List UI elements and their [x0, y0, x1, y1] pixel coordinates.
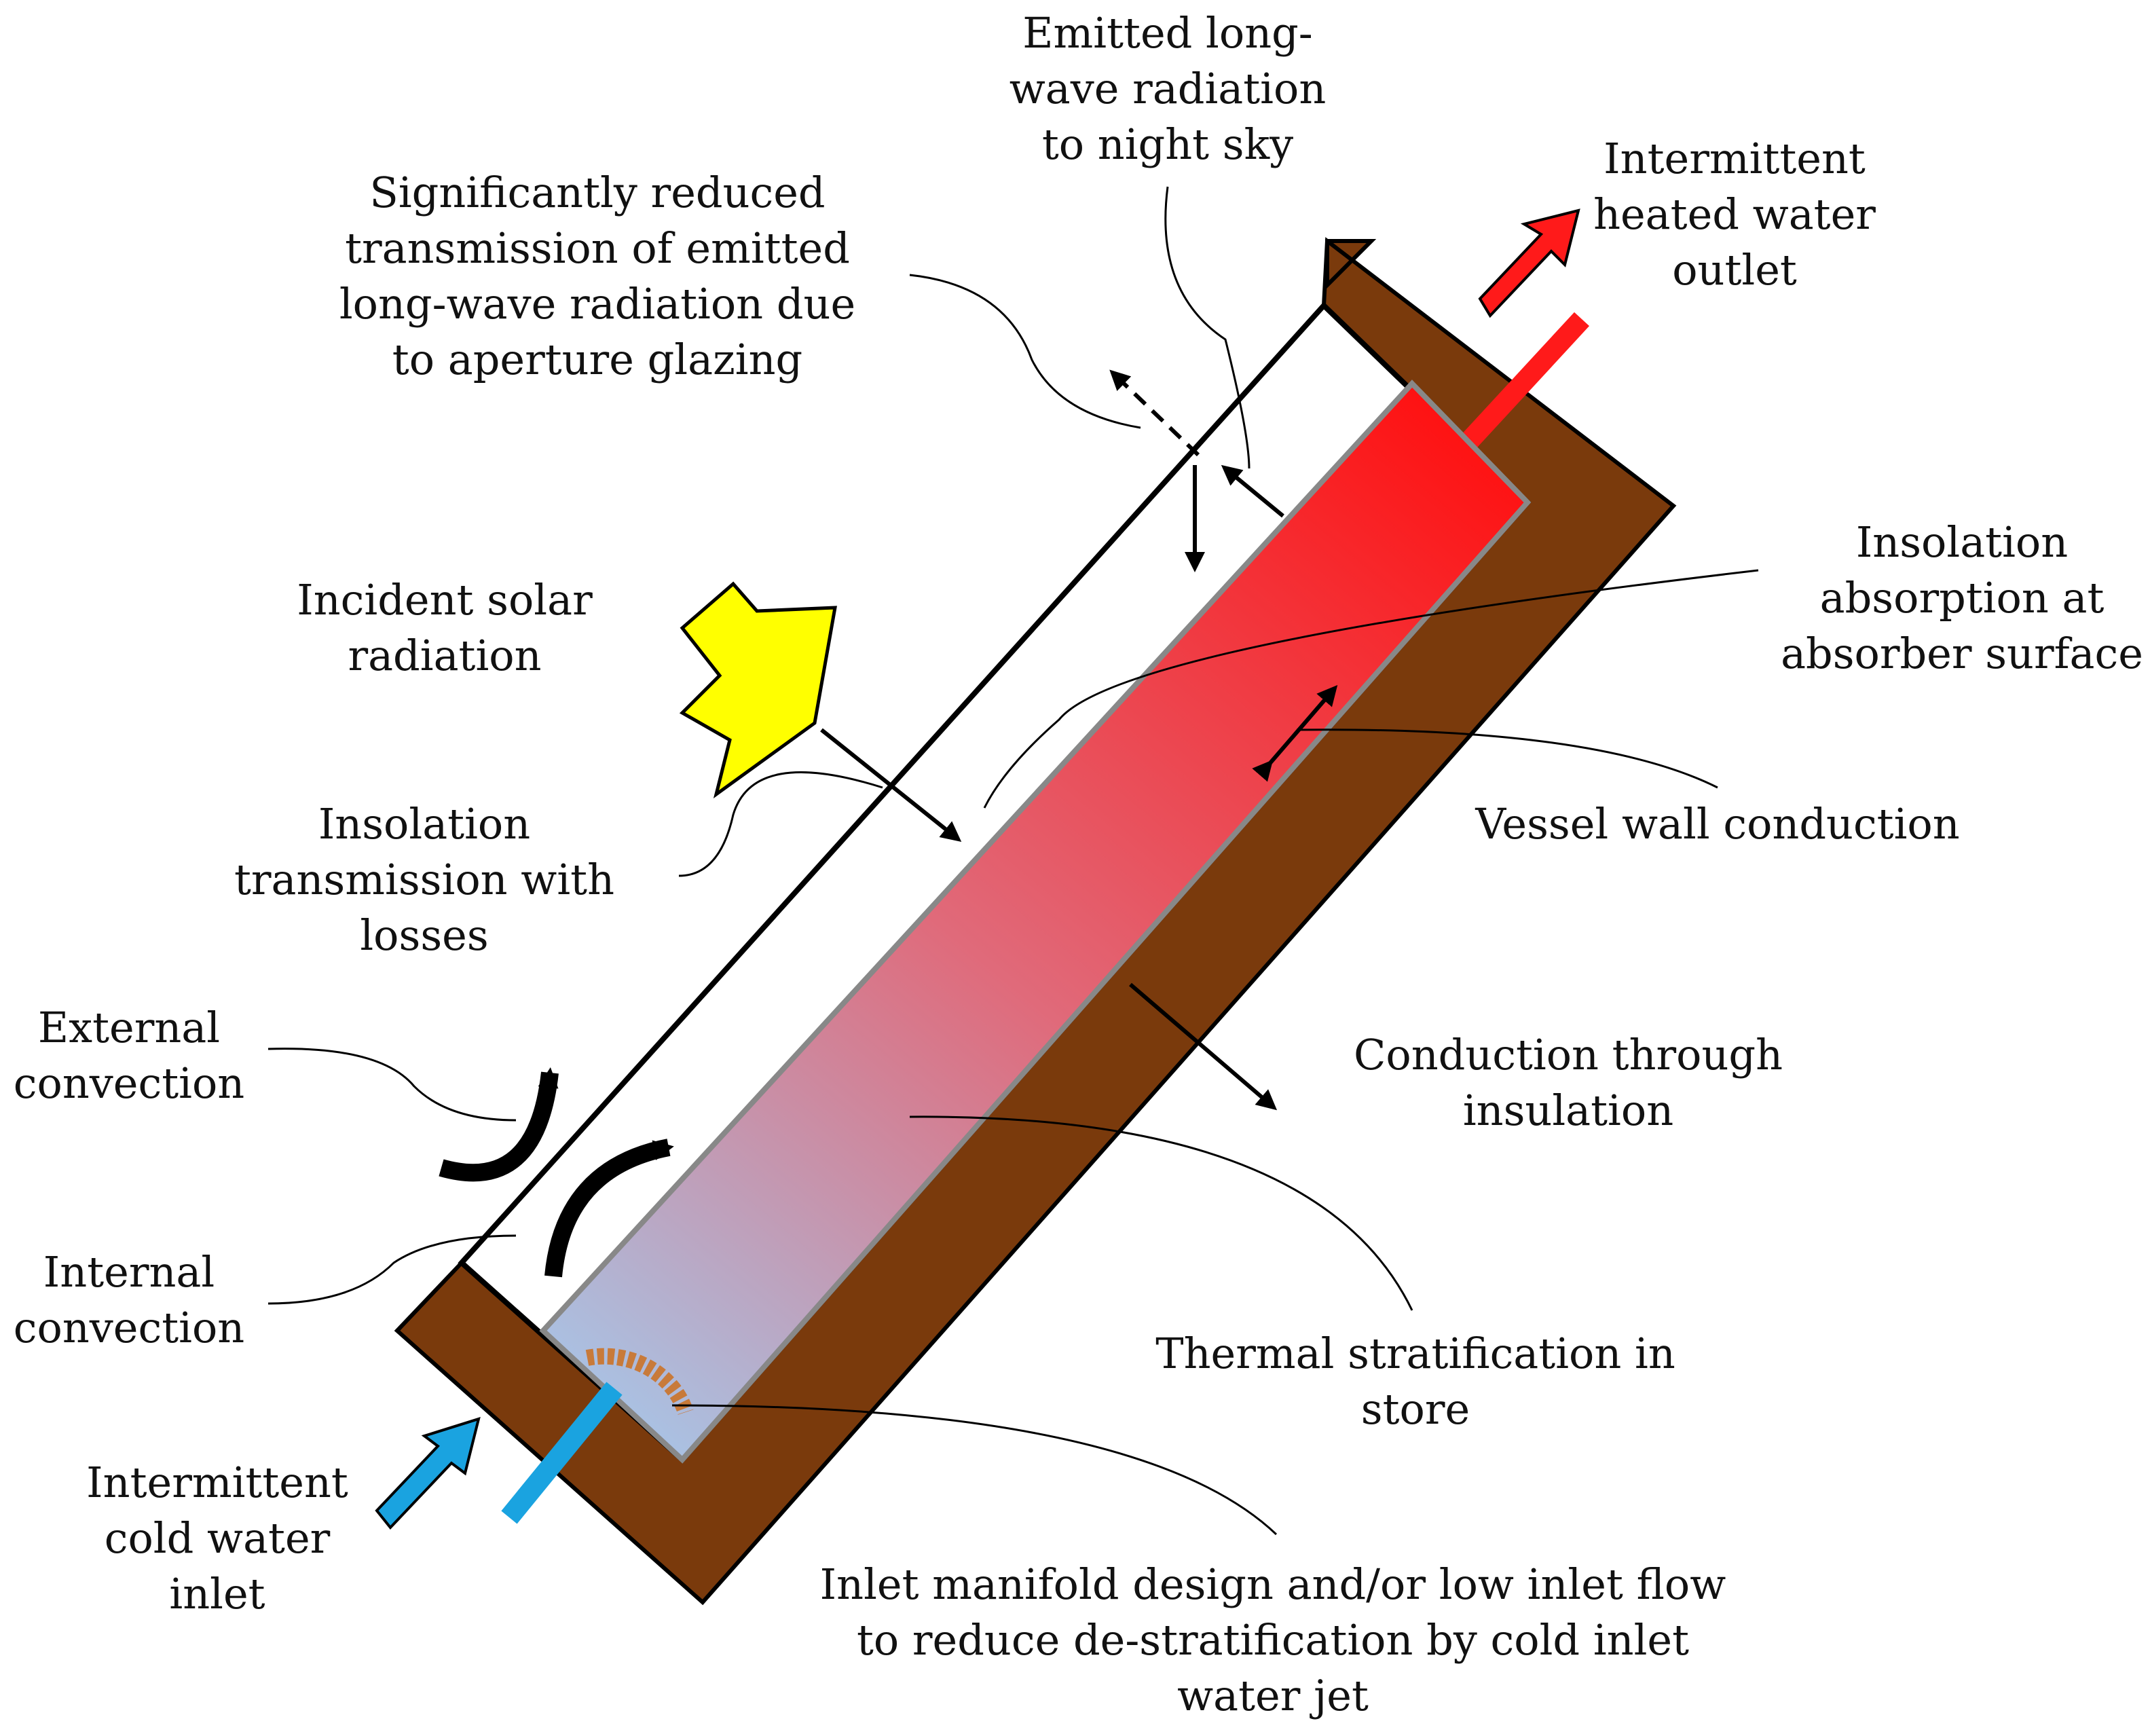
label-line: to night sky: [1042, 119, 1293, 169]
label-line: heated water: [1593, 189, 1876, 239]
label-inlet-manifold: Inlet manifold design and/or low inlet f…: [820, 1559, 1726, 1720]
label-line: inlet: [169, 1569, 265, 1619]
internal-convection-arrow: [544, 1139, 674, 1278]
label-line: Thermal stratification in: [1155, 1329, 1675, 1378]
leader-lines: [267, 186, 1759, 1536]
label-heated-outlet: Intermittent heated water outlet: [1593, 134, 1876, 295]
label-line: to reduce de-stratification by cold inle…: [857, 1615, 1689, 1665]
label-line: Emitted long-: [1022, 8, 1313, 58]
label-line: Inlet manifold design and/or low inlet f…: [820, 1559, 1726, 1609]
label-line: transmission with: [234, 855, 614, 904]
label-line: transmission of emitted: [345, 223, 850, 273]
label-line: convection: [14, 1058, 244, 1108]
reduced-longwave-arrow: [1109, 369, 1200, 457]
label-conduction-insulation: Conduction through insulation: [1354, 1030, 1783, 1135]
label-incident-solar: Incident solar radiation: [297, 575, 593, 680]
vessel-wall-conduction-arrow: [1252, 684, 1338, 782]
label-line: Insolation: [1856, 517, 2068, 567]
label-insolation-absorption: Insolation absorption at absorber surface: [1781, 517, 2143, 678]
water-store: [539, 380, 1532, 1464]
solar-radiation-arrow: [679, 581, 838, 799]
insolation-transmission-arrow: [820, 728, 962, 842]
label-line: losses: [360, 910, 488, 960]
label-external-convection: External convection: [14, 1003, 244, 1108]
label-line: Significantly reduced: [369, 168, 825, 217]
label-line: water jet: [1177, 1671, 1369, 1720]
label-line: wave radiation: [1009, 64, 1327, 113]
label-thermal-stratification: Thermal stratification in store: [1155, 1329, 1675, 1434]
label-line: absorber surface: [1781, 629, 2143, 678]
label-line: long-wave radiation due: [339, 279, 855, 329]
label-line: Internal: [43, 1247, 215, 1297]
outlet-arrow: [1478, 208, 1580, 318]
emitted-longwave-arrow: [1221, 464, 1284, 518]
label-reduced-transmission: Significantly reduced transmission of emi…: [339, 168, 855, 384]
label-line: Intermittent: [1604, 134, 1866, 183]
label-line: store: [1361, 1384, 1470, 1434]
label-line: outlet: [1672, 245, 1797, 295]
label-line: External: [38, 1003, 220, 1052]
label-vessel-wall-conduction: Vessel wall conduction: [1475, 799, 1959, 849]
label-emitted-longwave: Emitted long-wave radiation to night sky: [1009, 8, 1327, 169]
label-line: convection: [14, 1303, 244, 1352]
label-line: Intermittent: [86, 1458, 348, 1507]
external-convection-arrow: [439, 1067, 559, 1182]
label-internal-convection: Internal convection: [14, 1247, 244, 1352]
label-line: to aperture glazing: [392, 335, 802, 384]
hot-outlet-pipe: [1451, 312, 1590, 459]
label-line: Insolation: [318, 799, 530, 849]
label-cold-inlet: Intermittent cold water inlet: [86, 1458, 348, 1619]
label-line: cold water: [105, 1513, 331, 1563]
label-line: radiation: [348, 631, 541, 680]
cold-inlet-pipe: [501, 1382, 623, 1524]
insulation-conduction-arrow: [1129, 982, 1278, 1111]
inlet-arrow: [375, 1417, 481, 1530]
inlet-manifold: [585, 1348, 694, 1415]
label-line: Conduction through: [1354, 1030, 1783, 1079]
label-insolation-transmission: Insolation transmission with losses: [234, 799, 614, 960]
label-line: insulation: [1463, 1086, 1673, 1135]
label-line: absorption at: [1820, 573, 2105, 623]
label-line: Vessel wall conduction: [1475, 799, 1959, 849]
label-line: Incident solar: [297, 575, 593, 625]
